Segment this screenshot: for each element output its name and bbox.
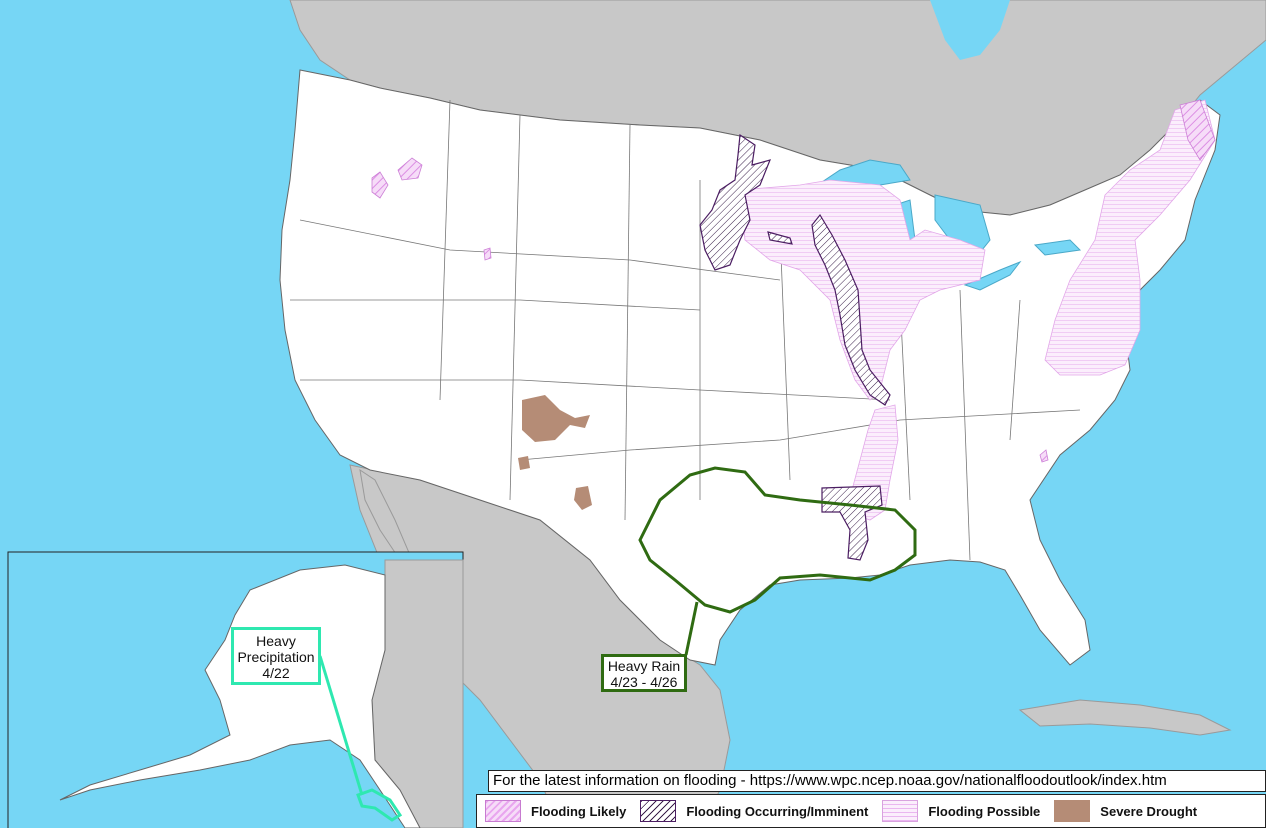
callout-line: Heavy — [256, 633, 296, 649]
heavy-precipitation-callout: Heavy Precipitation 4/22 — [231, 627, 321, 685]
flooding-info-note[interactable]: For the latest information on flooding -… — [488, 770, 1266, 792]
severe-drought-swatch — [1054, 800, 1091, 822]
flooding-occurring-mn-small — [767, 231, 793, 245]
lake-ontario — [1033, 239, 1082, 256]
flooding-possible-northeast — [1044, 99, 1216, 376]
legend-label: Severe Drought — [1100, 803, 1198, 819]
legend-severe-drought: Severe Drought — [1054, 800, 1197, 822]
legend-flooding-possible: Flooding Possible — [882, 800, 1040, 822]
flooding-possible-upper-midwest — [739, 179, 986, 401]
heavy-precip-arrow — [318, 655, 364, 796]
legend-label: Flooding Likely — [531, 803, 627, 819]
flooding-likely-maine — [1179, 99, 1216, 161]
severe-drought-nm — [574, 486, 592, 510]
severe-drought-colorado — [522, 395, 590, 442]
flooding-possible-swatch — [882, 800, 919, 822]
legend-flooding-occurring: Flooding Occurring/Imminent — [640, 800, 868, 822]
cuba-land — [1018, 699, 1232, 736]
heavy-precip-region — [356, 788, 403, 822]
flooding-occurring-mississippi — [811, 213, 891, 406]
alaska-land — [59, 564, 421, 828]
map-legend: Flooding Likely Flooding Occurring/Immin… — [476, 794, 1266, 828]
legend-label: Flooding Possible — [928, 803, 1041, 819]
flooding-occurring-swatch — [640, 800, 677, 822]
flooding-likely-southeast — [1039, 449, 1049, 463]
flooding-likely-idaho — [371, 171, 389, 199]
heavy-rain-outline — [638, 466, 917, 614]
lake-erie — [963, 260, 1022, 291]
state-lines — [290, 99, 1081, 561]
severe-drought-nm-small — [518, 456, 530, 470]
callout-line: 4/23 - 4/26 — [610, 674, 678, 690]
flooding-likely-swatch — [485, 800, 521, 822]
legend-label: Flooding Occurring/Imminent — [686, 803, 869, 819]
flooding-likely-wyoming — [483, 247, 492, 261]
callout-line: Heavy Rain — [607, 658, 681, 674]
heavy-rain-arrow — [684, 601, 699, 656]
callout-line: Precipitation — [237, 649, 315, 665]
callout-line: 4/22 — [262, 665, 290, 681]
flooding-occurring-red-river — [699, 133, 772, 271]
legend-flooding-likely: Flooding Likely — [485, 800, 626, 822]
heavy-rain-callout: Heavy Rain 4/23 - 4/26 — [601, 654, 687, 692]
flooding-likely-idaho-b — [397, 157, 423, 181]
hudson-bay — [930, 0, 1010, 60]
